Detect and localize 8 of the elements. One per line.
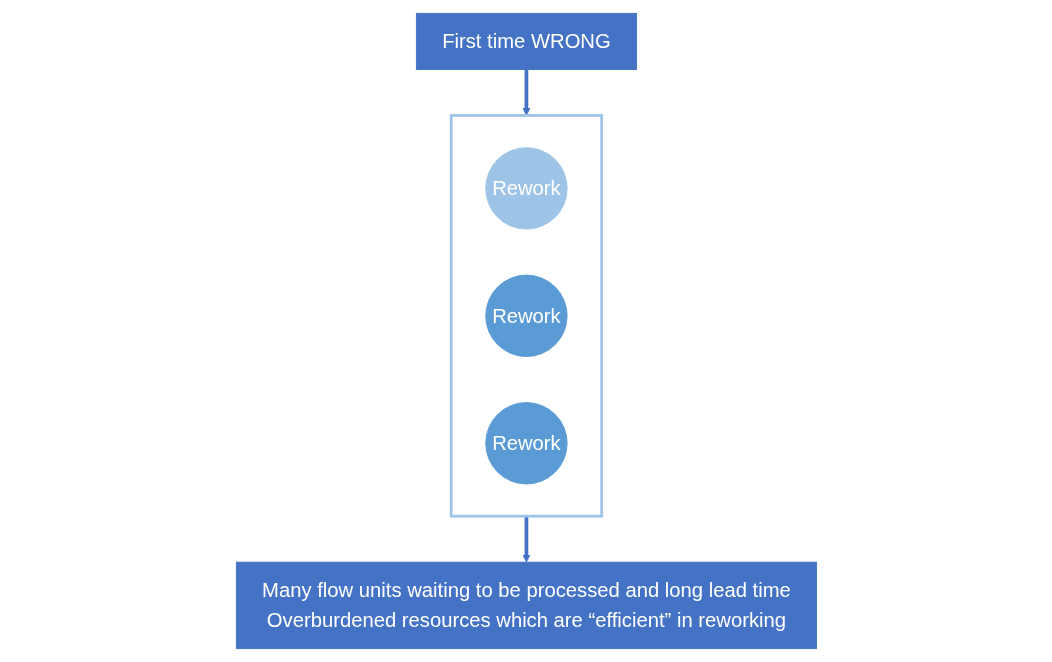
node-box: First time WRONG (415, 12, 637, 70)
node-circle: Rework (484, 402, 568, 485)
arrow (521, 516, 531, 563)
node-circle: Rework (484, 274, 568, 357)
node-circle: Rework (484, 147, 568, 230)
cluster (449, 114, 603, 518)
arrow (521, 69, 531, 116)
node-box: Many flow units waiting to be processed and long lead time Overburdened resources which are “efficient” in reworking (235, 561, 817, 650)
